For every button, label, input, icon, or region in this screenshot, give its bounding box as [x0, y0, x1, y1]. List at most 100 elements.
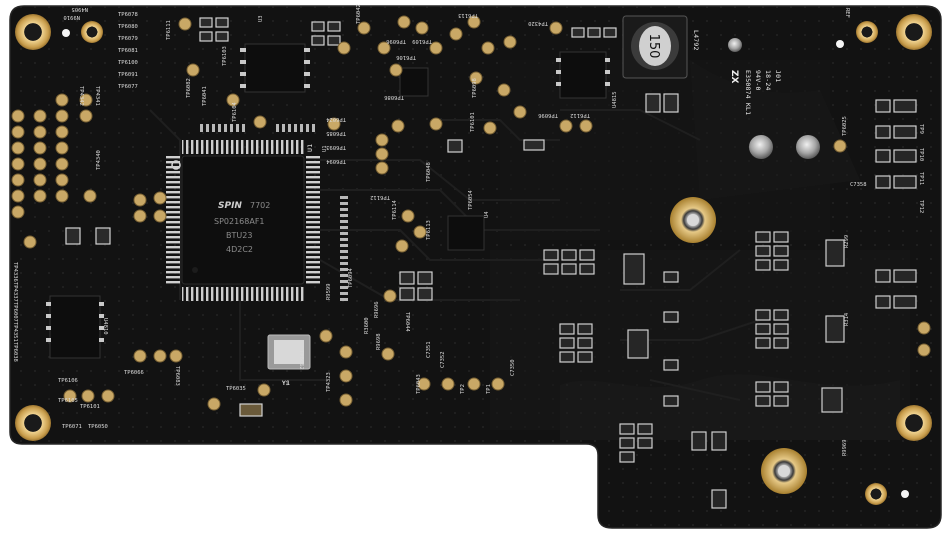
component-clusters [543, 99, 917, 509]
silk-label: TP6071 [62, 424, 82, 430]
silk-label: TP6066 [124, 370, 144, 376]
silk-label: TP6113 [426, 220, 432, 240]
silk-label: U4815 [612, 91, 618, 108]
crystal-ref: Y1 [282, 379, 290, 387]
silk-label: TP6081 [118, 48, 138, 54]
silk-label: TP6101 [470, 112, 476, 132]
inductor-ref: L4792 [692, 30, 700, 51]
silk-label: TP6043 [416, 374, 422, 394]
silk-label: U3 [258, 15, 264, 22]
metal-posts [728, 38, 820, 159]
marking-line3: 94V-0 [754, 70, 762, 91]
chip-line1: SP02168AF1 [214, 217, 265, 226]
silk-label: TP1 [486, 384, 492, 394]
silk-label: REF [844, 8, 850, 18]
silk-label: TP6112 [570, 112, 590, 118]
crystal [267, 334, 311, 370]
mounting-holes [15, 14, 932, 505]
silk-label: TP4341 [94, 86, 100, 106]
silk-label: Y1 [282, 381, 289, 387]
standoffs [670, 197, 807, 494]
pin-rows [200, 124, 348, 301]
silk-label: R9696 [374, 301, 380, 318]
marking-line2: E350874 KL1 [744, 70, 752, 115]
silk-label: R9698 [376, 333, 382, 350]
silk-label: TP6098 [472, 78, 478, 98]
silk-label: R9969 [842, 439, 848, 456]
silk-label: TP4351 [12, 322, 18, 342]
marking-line1: ZX [729, 70, 739, 84]
silk-label: TP6038 [12, 342, 18, 362]
silk-label: TP6078 [118, 12, 138, 18]
silk-label: TP6104 [232, 101, 238, 122]
silk-label: TP10 [918, 148, 924, 161]
silk-label: TP6085 [326, 130, 346, 136]
silk-label: TP6080 [118, 24, 138, 30]
silk-label: R3600 [364, 317, 370, 334]
silk-label: TP6112 [370, 194, 390, 200]
passives [65, 17, 679, 417]
silk-label: C7350 [510, 359, 516, 376]
silk-label: R314 [844, 312, 850, 326]
inductor-value: 150 [646, 34, 661, 59]
chip-line2: BTU23 [226, 231, 252, 240]
silk-label: TP6077 [118, 84, 138, 90]
silk-label: TP11 [918, 172, 924, 185]
silk-label: TP6079 [118, 36, 138, 42]
silk-label: TP6025 [842, 116, 848, 136]
ic-pins [46, 48, 610, 342]
silk-label: TP6111 [166, 20, 172, 40]
silk-label: TP6041 [202, 86, 208, 106]
silk-label: U4 [484, 211, 490, 218]
silk-label: C7351 [426, 341, 432, 358]
silk-label: TP6042 [356, 4, 362, 24]
silk-label: TP6096 [386, 38, 406, 44]
silk-label: TP6106 [396, 54, 416, 60]
silk-label: TP6050 [88, 424, 108, 430]
power-inductor [622, 15, 688, 79]
chip-logo: SPIN [218, 201, 242, 211]
silk-label: R9599 [326, 283, 332, 300]
silk-label: TP6054 [468, 189, 474, 210]
silk-label: TP6113 [458, 12, 478, 18]
silk-label: TP4337 [12, 282, 18, 302]
silk-label: TP12 [918, 200, 924, 213]
silk-label: TP6024 [325, 116, 346, 122]
silk-label: TP6082 [186, 78, 192, 98]
silk-label: N9910 [63, 14, 80, 20]
silk-label: C7352 [440, 351, 446, 368]
silk-label: U1 [322, 145, 328, 152]
silk-label: TP6094 [348, 267, 354, 288]
silk-label: TP6048 [426, 162, 432, 182]
module-marking: ZX E350874 KL1 94V-0 18-24 J01 [729, 70, 782, 115]
silk-label: TP2 [460, 384, 466, 394]
test-points [11, 15, 931, 411]
marking-line4: 18-24 [764, 70, 772, 91]
silk-label: N4905 [71, 6, 88, 12]
silk-label: TP6083 [174, 366, 180, 386]
silk-label: TP6105 [58, 398, 78, 404]
silk-label: TP6103 [222, 46, 228, 66]
silk-label: TP6100 [118, 60, 138, 66]
chip-ref: U1 [306, 144, 314, 152]
silk-label: TP6109 [412, 38, 432, 44]
chip-line0: 7702 [250, 201, 270, 210]
silk-label: TP9 [918, 124, 924, 134]
silk-label: C7358 [850, 182, 867, 188]
silk-label: TP4323 [326, 372, 332, 392]
silk-label: TP6101 [80, 404, 100, 410]
chip-line3: 4D2C2 [226, 245, 253, 254]
silk-label: U4810 [102, 318, 108, 335]
silk-label: TP6007 [12, 302, 18, 322]
silk-label: TP4320 [528, 20, 548, 26]
silk-label: TP4342 [78, 86, 84, 106]
smd-ics [49, 43, 607, 359]
silk-label: TP6114 [392, 199, 398, 220]
silk-label: TP6062 [298, 350, 304, 370]
silk-label: TP6093 [326, 144, 346, 150]
silk-label: TP6106 [58, 378, 78, 384]
silk-label: TP6086 [384, 94, 404, 100]
marking-line5: J01 [774, 70, 782, 82]
